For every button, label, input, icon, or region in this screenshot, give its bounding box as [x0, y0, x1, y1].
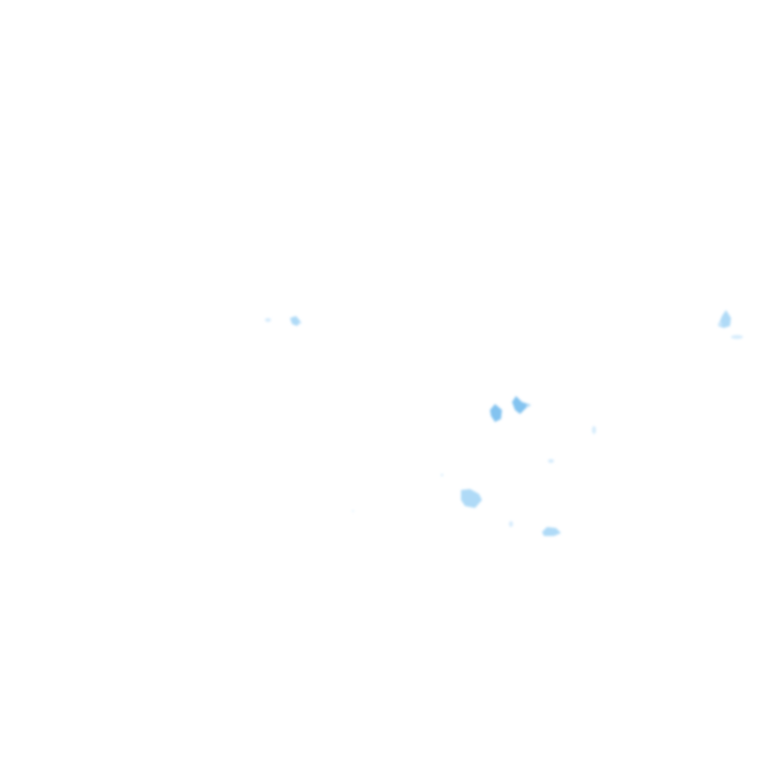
- precip-echo: [548, 459, 554, 463]
- precip-echo: [509, 521, 513, 527]
- precip-echo: [718, 322, 722, 326]
- precip-echo: [290, 316, 301, 326]
- precip-echo: [352, 510, 354, 512]
- precip-echo: [461, 489, 482, 508]
- precip-echo: [512, 396, 531, 414]
- precip-echo: [592, 426, 596, 434]
- precip-echo: [490, 404, 502, 422]
- precip-echo: [731, 335, 743, 339]
- precip-echo: [542, 527, 561, 536]
- precip-echo: [298, 322, 302, 324]
- precip-echo: [265, 318, 271, 322]
- precip-echo: [441, 473, 443, 477]
- precip-echo: [526, 405, 530, 407]
